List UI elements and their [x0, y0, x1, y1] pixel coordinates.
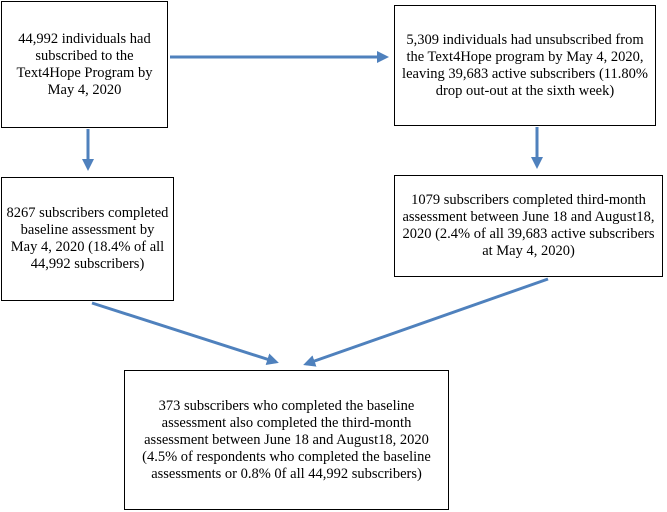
arrow-thirdmonth-to-both	[303, 277, 549, 367]
both-assessments-box: 373 subscribers who completed the baseli…	[124, 370, 449, 510]
both-assessments-text: 373 subscribers who completed the baseli…	[142, 397, 431, 482]
unsubscribed-box: 5,309 individuals had unsubscribed from …	[394, 5, 656, 126]
third-month-text: 1079 subscribers completed third-month a…	[402, 192, 655, 259]
arrow-baseline-to-both	[91, 301, 279, 365]
baseline-text: 8267 subscribers completed baseline asse…	[6, 205, 169, 272]
subscribed-box: 44,992 individuals had subscribed to the…	[1, 1, 168, 128]
baseline-box: 8267 subscribers completed baseline asse…	[1, 177, 174, 301]
unsubscribed-text: 5,309 individuals had unsubscribed from …	[402, 31, 648, 99]
third-month-box: 1079 subscribers completed third-month a…	[394, 175, 663, 277]
subscribed-text: 44,992 individuals had subscribed to the…	[16, 30, 153, 98]
